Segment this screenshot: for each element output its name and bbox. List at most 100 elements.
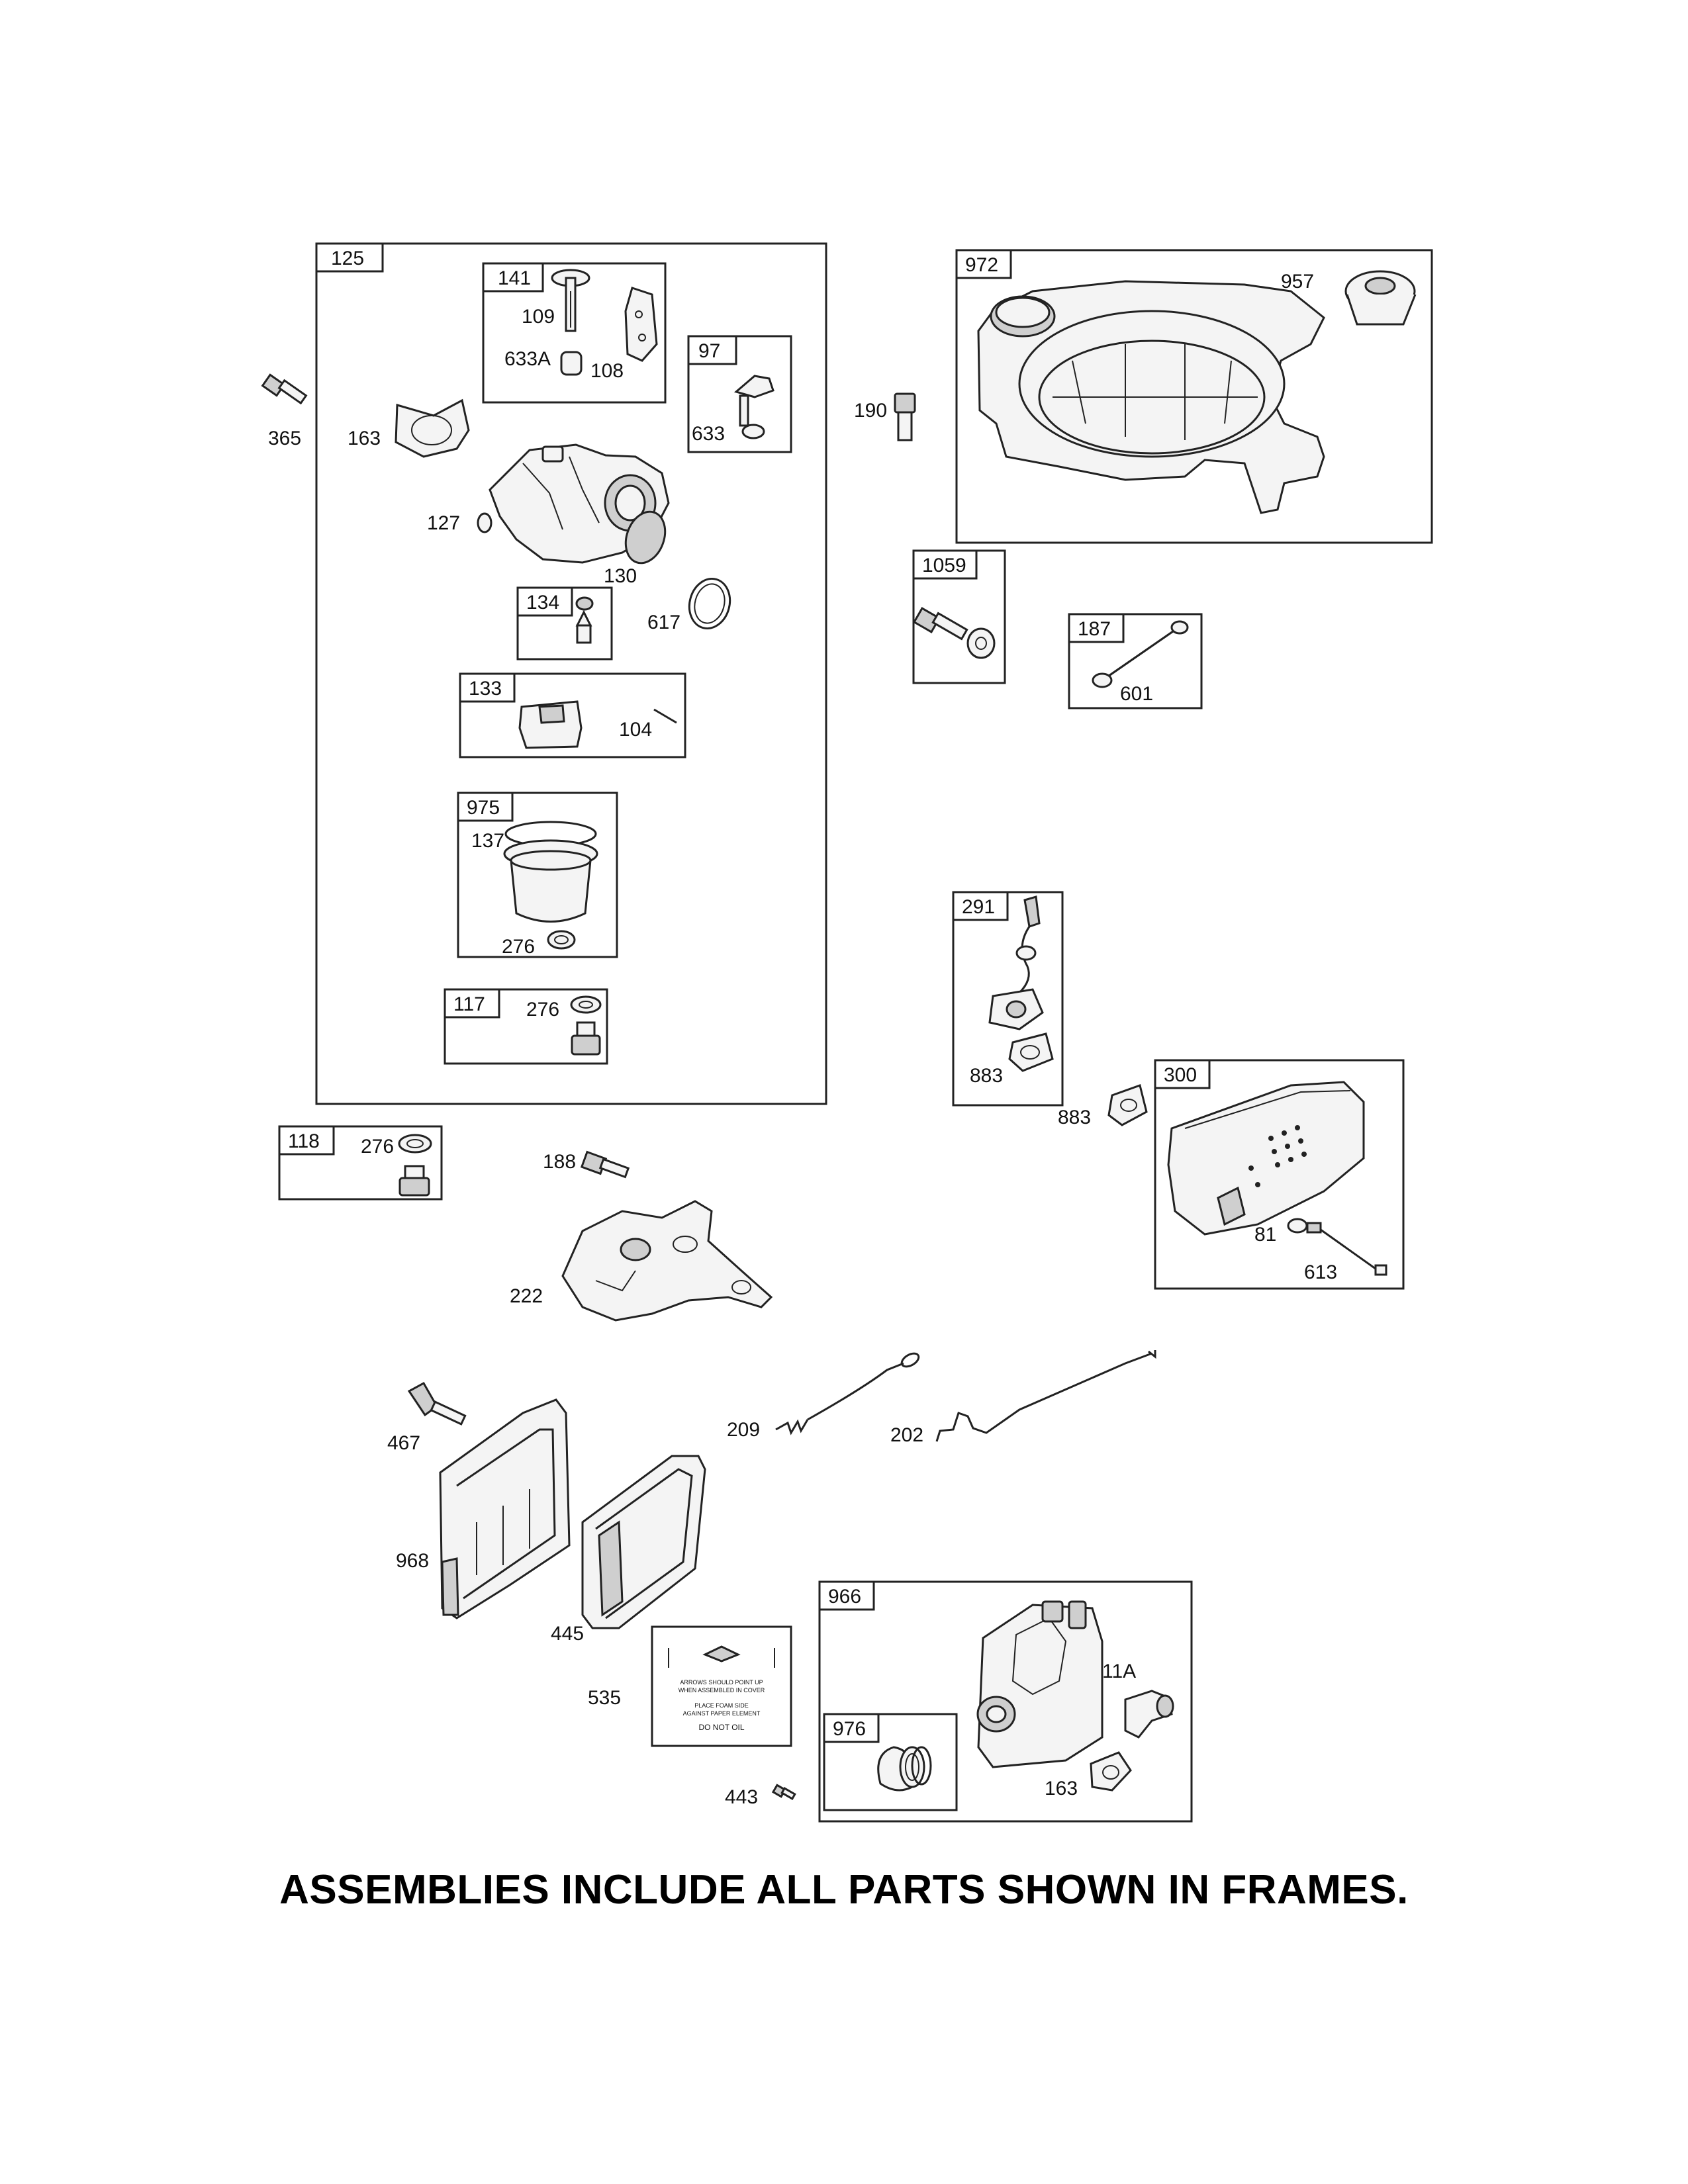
part-222-bracket: 222 xyxy=(510,1200,773,1322)
part-97-fuel-valve xyxy=(733,375,774,439)
part-633A-seal xyxy=(560,351,583,376)
label-535: 535 xyxy=(588,1687,621,1709)
label-276-b: 276 xyxy=(526,999,559,1021)
part-209-spring: 209 xyxy=(727,1352,920,1441)
label-365: 365 xyxy=(268,428,301,449)
label-443: 443 xyxy=(725,1786,758,1808)
part-975-float-bowl xyxy=(503,821,598,923)
part-188-screw: 188 xyxy=(543,1150,630,1179)
frame-label-966: 966 xyxy=(828,1586,861,1608)
label-81: 81 xyxy=(1254,1224,1276,1246)
label-163-bottom: 163 xyxy=(1045,1778,1078,1799)
label-633: 633 xyxy=(692,423,725,445)
part-1059-bolt xyxy=(912,607,996,659)
label-467: 467 xyxy=(387,1432,420,1454)
frame-975: 975 137 276 xyxy=(457,792,618,958)
frame-label-97: 97 xyxy=(698,340,720,362)
label-276-c: 276 xyxy=(361,1136,394,1158)
frame-972: 972 957 xyxy=(955,249,1433,544)
frame-label-187: 187 xyxy=(1078,618,1111,640)
label-276-a: 276 xyxy=(502,936,535,958)
label-104: 104 xyxy=(619,719,652,741)
frame-label-125: 125 xyxy=(331,248,364,269)
frame-label-975: 975 xyxy=(467,797,500,819)
frame-125: 125 xyxy=(315,242,827,1105)
frame-141: 141 109 633A 108 xyxy=(482,262,667,404)
label-109: 109 xyxy=(522,306,555,328)
frame-label-300: 300 xyxy=(1164,1064,1197,1086)
part-966-carb-housing xyxy=(976,1600,1103,1768)
part-11A-elbow: 11A xyxy=(1102,1661,1174,1739)
label-633A: 633A xyxy=(504,348,551,370)
part-109-needle xyxy=(551,269,590,332)
decal-text-1: ARROWS SHOULD POINT UP xyxy=(680,1679,763,1686)
label-883-b: 883 xyxy=(1058,1107,1091,1128)
frame-label-117: 117 xyxy=(453,993,485,1015)
label-188: 188 xyxy=(543,1151,576,1173)
part-365-screw: 365 xyxy=(261,373,308,449)
part-133-float xyxy=(518,700,583,749)
label-222: 222 xyxy=(510,1285,543,1307)
part-613-screw: 613 xyxy=(1304,1228,1387,1283)
frame-label-976: 976 xyxy=(833,1718,866,1740)
label-957: 957 xyxy=(1281,271,1314,293)
frame-117: 117 276 xyxy=(444,988,608,1065)
label-445: 445 xyxy=(551,1623,584,1645)
frame-label-133: 133 xyxy=(469,678,502,700)
footer-note: ASSEMBLIES INCLUDE ALL PARTS SHOWN IN FR… xyxy=(279,1867,1409,1913)
frame-118: 118 276 xyxy=(278,1125,443,1201)
label-11A: 11A xyxy=(1102,1661,1136,1682)
label-617: 617 xyxy=(647,612,680,633)
frame-291: 291 883 xyxy=(952,891,1064,1107)
part-883-gasket-a xyxy=(1008,1032,1054,1072)
part-291-spark-plug-wire xyxy=(988,895,1044,1030)
label-108: 108 xyxy=(590,360,624,382)
frame-label-141: 141 xyxy=(498,267,531,289)
frame-187: 187 601 xyxy=(1068,613,1203,709)
part-118-bowl-nut xyxy=(398,1134,432,1197)
part-972-blower-housing xyxy=(977,280,1325,514)
frame-300: 300 81 613 xyxy=(1154,1059,1405,1290)
part-163-gasket: 163 xyxy=(348,398,470,458)
part-535-decal: ARROWS SHOULD POINT UP WHEN ASSEMBLED IN… xyxy=(588,1625,792,1747)
label-190: 190 xyxy=(854,400,887,422)
label-163-top: 163 xyxy=(348,428,381,449)
label-130: 130 xyxy=(604,565,637,587)
part-445-filter: 445 xyxy=(551,1455,706,1645)
part-117-bowl-nut xyxy=(570,995,602,1056)
part-957-screen: 957 xyxy=(1281,270,1417,326)
part-134-inlet-needle xyxy=(575,596,594,644)
frame-97: 97 633 xyxy=(687,335,792,453)
frame-label-118: 118 xyxy=(288,1130,320,1152)
part-443-screw: 443 xyxy=(725,1784,796,1808)
label-137: 137 xyxy=(471,830,504,852)
part-202-link: 202 xyxy=(890,1350,1156,1446)
part-190-stud: 190 xyxy=(854,392,916,441)
label-613: 613 xyxy=(1304,1261,1337,1283)
part-104-pin xyxy=(653,708,677,724)
part-617-oring: 617 xyxy=(647,577,731,633)
part-976-primer-bulb xyxy=(877,1746,932,1792)
label-209: 209 xyxy=(727,1419,760,1441)
label-202: 202 xyxy=(890,1424,923,1446)
frame-133: 133 104 xyxy=(459,672,686,758)
label-127: 127 xyxy=(427,512,460,534)
frame-label-291: 291 xyxy=(962,896,995,918)
part-467-knob: 467 xyxy=(387,1381,467,1454)
decal-text-5: DO NOT OIL xyxy=(698,1723,744,1732)
part-108-gasket xyxy=(624,287,658,362)
frame-label-972: 972 xyxy=(965,254,998,276)
label-601: 601 xyxy=(1120,683,1153,705)
part-163-gasket-b: 163 xyxy=(1045,1751,1132,1799)
label-883-a: 883 xyxy=(970,1065,1003,1087)
part-130-plate: 130 xyxy=(604,510,667,587)
frame-1059: 1059 xyxy=(912,549,1006,684)
frame-label-1059: 1059 xyxy=(922,555,966,576)
label-968: 968 xyxy=(396,1550,429,1572)
part-187-tube xyxy=(1092,620,1189,688)
part-127-plug: 127 xyxy=(427,512,492,534)
part-81-washer: 81 xyxy=(1254,1218,1322,1246)
frame-976: 976 xyxy=(823,1713,958,1811)
frame-label-134: 134 xyxy=(526,592,559,614)
